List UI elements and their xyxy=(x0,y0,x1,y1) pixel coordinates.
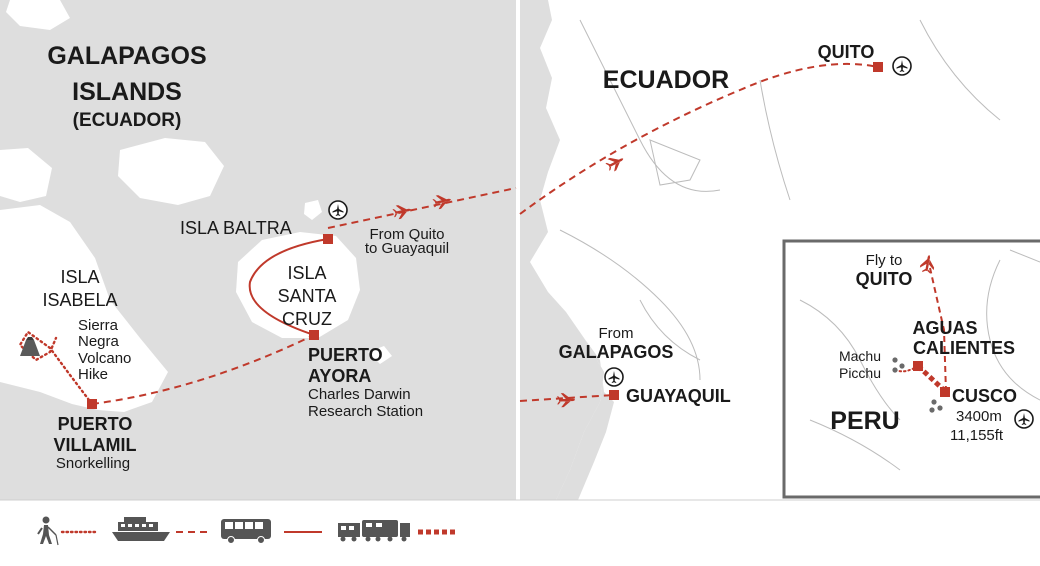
galapagos-title-line2: ISLANDS xyxy=(72,78,182,106)
from-quito-label-2: to Guayaquil xyxy=(365,240,449,257)
santiago-island-shape xyxy=(118,138,224,205)
aguas-calientes-label-2: CALIENTES xyxy=(913,338,1015,358)
darwin-station-label-2: Research Station xyxy=(308,403,423,420)
airport-icon xyxy=(892,56,912,76)
quito-label: QUITO xyxy=(818,42,875,62)
elevation-m-label: 3400m xyxy=(956,408,1002,425)
fernandina-island-shape xyxy=(0,148,52,202)
train-route xyxy=(916,364,948,394)
santa-cruz-label-1: ISLA xyxy=(287,263,326,283)
hike-route xyxy=(18,330,94,406)
ecuador-title: ECUADOR xyxy=(603,66,729,94)
ecuador-labels: ECUADOR QUITO From GALAPAGOS GUAYAQUIL xyxy=(559,42,875,406)
airport-icon xyxy=(604,367,624,387)
machu-picchu-label-2: Picchu xyxy=(839,365,881,381)
from-galapagos-label-1: From xyxy=(599,325,634,342)
isla-isabela-label-1: ISLA xyxy=(60,267,99,287)
stop-marker-guayaquil xyxy=(609,390,619,400)
airport-icon xyxy=(1014,409,1034,429)
galapagos-title-line1: GALAPAGOS xyxy=(47,42,206,70)
aguas-calientes-label-1: AGUAS xyxy=(912,318,977,338)
volcano-icon xyxy=(20,337,40,356)
peru-rivers xyxy=(799,249,1040,471)
boat-route-villamil-ayora xyxy=(91,334,315,405)
bus-route-santa-cruz xyxy=(248,238,329,336)
stop-marker-baltra xyxy=(323,234,333,244)
machu-picchu-label-1: Machu xyxy=(839,348,881,364)
legend xyxy=(0,499,1040,561)
puerto-ayora-label-1: PUERTO xyxy=(308,345,383,365)
cusco-label: CUSCO xyxy=(952,386,1017,406)
gulf-of-guayaquil-shape xyxy=(556,338,614,500)
snorkelling-label: Snorkelling xyxy=(56,455,130,472)
flight-route-to-guayaquil xyxy=(519,394,615,402)
stop-marker-aguas xyxy=(913,361,923,371)
peru-quito-label: QUITO xyxy=(856,269,913,289)
isla-baltra-label: ISLA BALTRA xyxy=(180,218,292,238)
sierra-negra-label-1: Sierra xyxy=(78,317,119,334)
stop-marker-ayora xyxy=(309,330,319,340)
santa-cruz-island-shape xyxy=(236,232,360,338)
southeast-islet-shape xyxy=(368,346,392,364)
from-galapagos-label-2: GALAPAGOS xyxy=(559,342,674,362)
airport-icon xyxy=(328,200,348,220)
santa-cruz-label-2: SANTA xyxy=(278,286,337,306)
train-icon xyxy=(338,520,410,542)
bus-icon xyxy=(221,519,271,544)
pacific-ocean-shape xyxy=(520,0,604,500)
panel-divider xyxy=(516,0,520,500)
galapagos-panel xyxy=(0,0,516,500)
guayaquil-label: GUAYAQUIL xyxy=(626,386,731,406)
sierra-negra-label-4: Hike xyxy=(78,366,108,383)
puerto-ayora-label-2: AYORA xyxy=(308,366,371,386)
puerto-villamil-label-2: VILLAMIL xyxy=(54,435,137,455)
elevation-ft-label: 11,155ft xyxy=(950,427,1004,444)
peru-title: PERU xyxy=(830,407,899,435)
flight-route-cusco-quito xyxy=(929,267,947,393)
river-lines xyxy=(559,19,1001,381)
stop-marker-cusco xyxy=(940,387,950,397)
fly-to-label: Fly to xyxy=(866,252,903,269)
routes xyxy=(18,62,948,406)
ruins-icon xyxy=(892,357,943,413)
santa-cruz-label-3: CRUZ xyxy=(282,309,332,329)
flight-route-quito-mainland xyxy=(519,62,879,215)
northern-islet-shape xyxy=(6,0,70,30)
isla-isabela-label-2: ISABELA xyxy=(42,290,117,310)
from-quito-label-1: From Quito xyxy=(369,226,444,243)
stop-marker-villamil xyxy=(87,399,97,409)
puerto-villamil-label-1: PUERTO xyxy=(58,414,133,434)
galapagos-title-line3: (ECUADOR) xyxy=(73,110,182,131)
stop-marker-quito xyxy=(873,62,883,72)
peru-labels: Fly to QUITO AGUAS CALIENTES Machu Picch… xyxy=(830,252,1017,444)
boat-icon xyxy=(112,517,170,541)
flight-route-baltra-quito xyxy=(327,187,517,229)
stop-markers xyxy=(87,62,950,409)
baltra-islet-shape xyxy=(304,200,322,220)
galapagos-labels: GALAPAGOS ISLANDS (ECUADOR) ISLA BALTRA … xyxy=(42,42,449,472)
darwin-station-label-1: Charles Darwin xyxy=(308,386,411,403)
isabela-island-shape xyxy=(0,205,168,412)
hiker-icon xyxy=(37,516,59,546)
sierra-negra-label-2: Negra xyxy=(78,333,120,350)
sierra-negra-label-3: Volcano xyxy=(78,350,131,367)
